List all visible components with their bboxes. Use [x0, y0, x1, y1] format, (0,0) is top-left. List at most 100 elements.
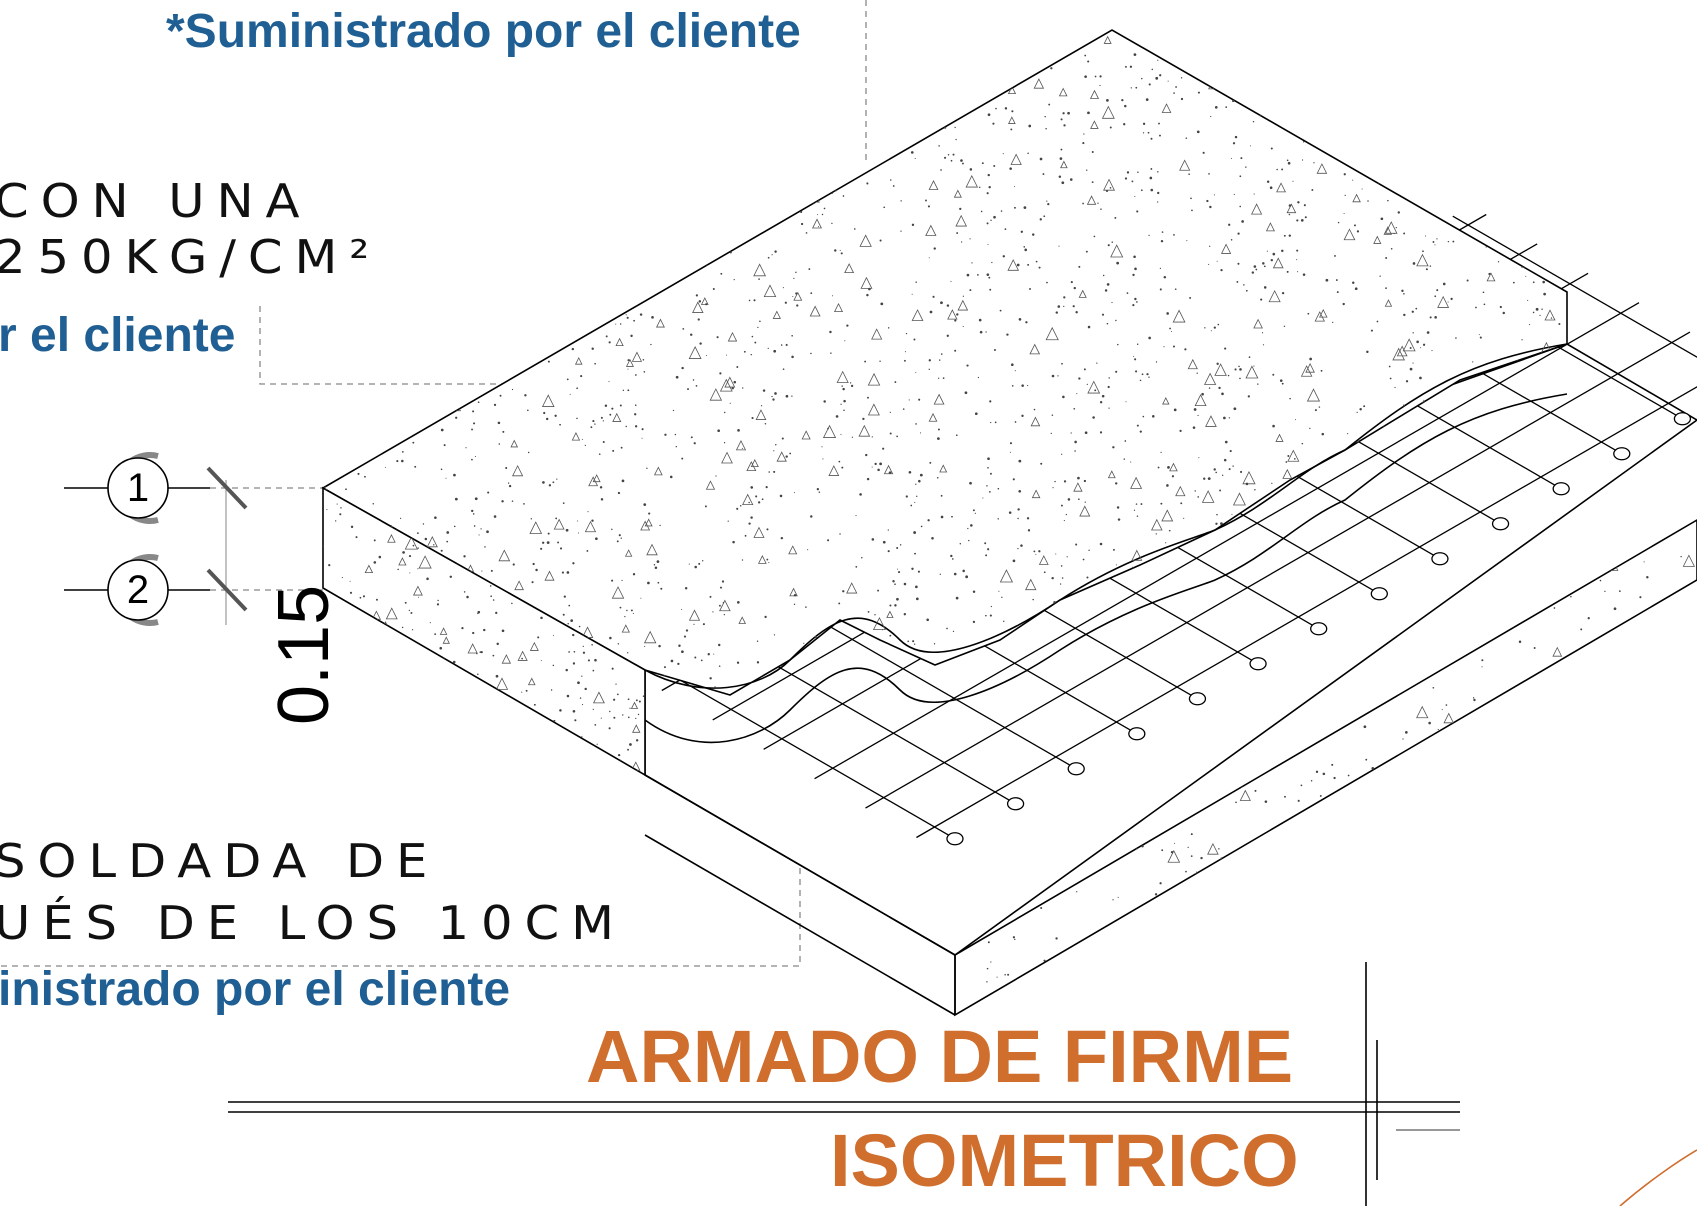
sand-dot [325, 397, 328, 401]
sand-dot [1325, 278, 1329, 282]
sand-dot [1206, 199, 1209, 203]
sand-dot [594, 658, 597, 662]
sand-dot [600, 498, 604, 501]
sand-dot [587, 659, 590, 662]
sand-dot [1134, 297, 1137, 301]
aggregate-mark [592, 474, 601, 483]
sand-dot [1383, 854, 1386, 858]
sand-dot [1301, 442, 1304, 445]
sand-dot [1009, 442, 1013, 445]
sand-dot [1519, 884, 1521, 887]
sand-dot [782, 368, 785, 370]
aggregate-mark [349, 308, 360, 319]
sand-dot [556, 478, 558, 480]
aggregate-mark [510, 439, 519, 448]
sand-dot [518, 231, 522, 234]
sand-dot [474, 497, 478, 501]
aggregate-mark [1386, 959, 1400, 972]
sand-dot [1142, 987, 1145, 991]
sand-dot [1113, 548, 1115, 551]
sand-dot [591, 643, 593, 646]
sand-dot [789, 452, 792, 455]
sand-dot [1174, 288, 1177, 290]
sand-dot [1437, 728, 1439, 731]
sand-dot [1227, 374, 1230, 377]
sand-dot [656, 560, 660, 564]
sand-dot [1136, 343, 1139, 345]
sand-dot [456, 673, 459, 676]
sand-dot [483, 150, 487, 153]
sand-dot [765, 69, 768, 73]
sand-dot [1509, 786, 1511, 788]
sand-dot [615, 172, 618, 175]
sand-dot [714, 686, 717, 689]
sand-dot [1004, 974, 1006, 976]
aggregate-mark [469, 762, 483, 775]
sand-dot [1149, 176, 1153, 180]
sand-dot [1434, 295, 1437, 298]
sand-dot [572, 76, 576, 79]
sand-dot [1288, 234, 1291, 237]
sand-dot [780, 536, 784, 540]
sand-dot [1180, 97, 1184, 101]
sand-dot [643, 371, 646, 373]
sand-dot [538, 58, 542, 62]
aggregate-mark [682, 137, 690, 146]
sand-dot [566, 378, 569, 381]
sand-dot [1029, 288, 1031, 290]
sand-dot [919, 432, 922, 434]
sand-dot [617, 753, 621, 757]
sand-dot [1279, 379, 1283, 382]
sand-dot [723, 614, 725, 616]
sand-dot [495, 213, 498, 217]
sand-dot [707, 104, 709, 106]
sand-dot [751, 416, 754, 420]
sand-dot [792, 63, 795, 65]
aggregate-mark [999, 569, 1014, 583]
sand-dot [540, 616, 543, 620]
sand-dot [1116, 506, 1120, 509]
sand-dot [858, 146, 861, 149]
sand-dot [1263, 265, 1266, 268]
sand-dot [387, 724, 391, 728]
sand-dot [1133, 509, 1136, 511]
sand-dot [1422, 641, 1425, 643]
sand-dot [432, 76, 434, 78]
sand-dot [461, 765, 463, 768]
aggregate-mark [518, 314, 528, 325]
sand-dot [575, 122, 577, 124]
sand-dot [1549, 172, 1552, 175]
sand-dot [1142, 915, 1146, 918]
sand-dot [1210, 115, 1212, 118]
sand-dot [1612, 869, 1614, 872]
aggregate-mark [1090, 120, 1099, 129]
sand-dot [915, 483, 917, 485]
sand-dot [1197, 496, 1200, 498]
sand-dot [604, 272, 607, 274]
sand-dot [1518, 616, 1520, 619]
sand-dot [641, 428, 644, 431]
sand-dot [678, 644, 681, 647]
sand-dot [1435, 195, 1437, 198]
sand-dot [497, 421, 501, 425]
sand-dot [1027, 384, 1029, 387]
sand-dot [450, 396, 452, 398]
sand-dot [748, 136, 751, 139]
sand-dot [1077, 476, 1080, 480]
sand-dot [1057, 305, 1061, 308]
sand-dot [1073, 286, 1076, 290]
sand-dot [564, 261, 566, 263]
sand-dot [1173, 92, 1175, 94]
sand-dot [1551, 24, 1553, 26]
sand-dot [933, 643, 936, 645]
sand-dot [657, 581, 660, 584]
sand-dot [581, 438, 583, 440]
sand-dot [882, 43, 886, 46]
sand-dot [1038, 550, 1041, 553]
sand-dot [453, 371, 455, 374]
sand-dot [635, 717, 637, 720]
sand-dot [572, 86, 575, 88]
sand-dot [347, 666, 350, 669]
sand-dot [1217, 786, 1219, 789]
sand-dot [1602, 542, 1605, 544]
